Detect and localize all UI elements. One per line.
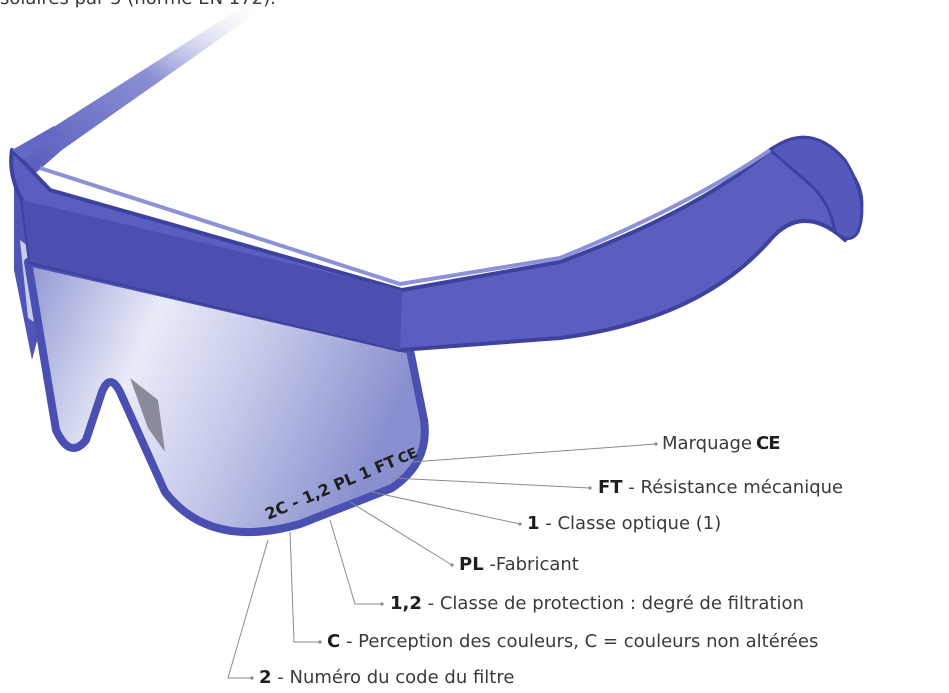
leader-ft: [391, 477, 591, 489]
intro-text: solaires par 5 (norme EN 172).: [0, 0, 276, 9]
leader-protection: [329, 519, 382, 605]
nose-pad: [130, 378, 165, 452]
far-arm: [18, 2, 272, 178]
label-ft: FT - Résistance mécanique: [598, 477, 844, 498]
leader-filtre: [227, 539, 269, 679]
right-arm-tip: [767, 135, 864, 240]
leader-dots: [250, 442, 658, 680]
label-perception-couleurs: C - Perception des couleurs, C = couleur…: [327, 631, 819, 652]
label-code-filtre: 2 - Numéro du code du filtre: [259, 667, 515, 688]
label-classe-protection: 1,2 - Classe de protection : degré de fi…: [390, 593, 804, 614]
leader-marquage: [411, 443, 657, 463]
lens: [24, 258, 429, 537]
label-classe-optique: 1 - Classe optique (1): [527, 513, 722, 534]
leader-couleurs: [289, 531, 320, 643]
leader-optique: [371, 491, 521, 525]
leader-fabricant: [349, 501, 453, 566]
leader-lines: [227, 443, 657, 679]
label-fabricant: PL -Fabricant: [459, 554, 579, 575]
